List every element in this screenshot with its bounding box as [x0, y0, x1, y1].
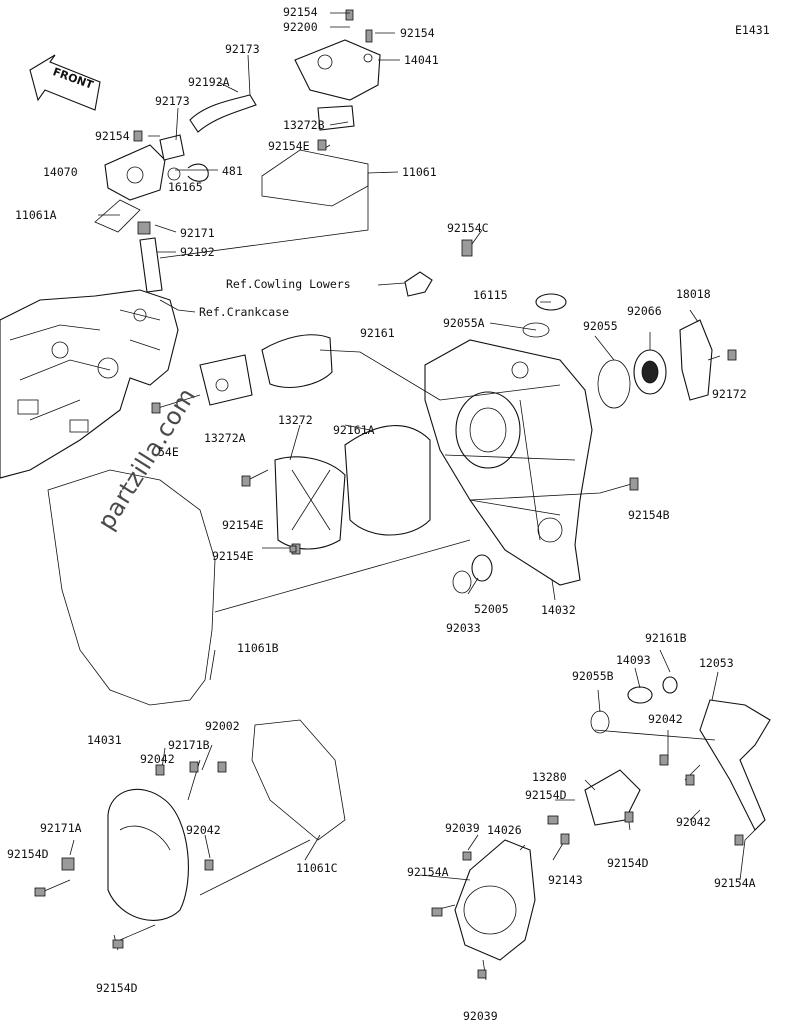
- hose-92192A: [189, 94, 257, 133]
- part-label[interactable]: 92154E: [268, 139, 310, 153]
- part-label[interactable]: 12053: [699, 656, 734, 670]
- plate-13272A: [199, 354, 253, 406]
- generator-cover-14031: [107, 788, 189, 921]
- part-label[interactable]: 92039: [445, 821, 480, 835]
- part-label[interactable]: 11061C: [296, 861, 338, 875]
- part-label[interactable]: 92161A: [333, 423, 375, 437]
- part-label[interactable]: 92154D: [96, 981, 138, 995]
- plate-92161A: [344, 425, 431, 536]
- part-label[interactable]: 11061A: [15, 208, 57, 222]
- part-label[interactable]: 18018: [676, 287, 711, 301]
- part-label[interactable]: 92033: [446, 621, 481, 635]
- part-label[interactable]: 92161B: [645, 631, 687, 645]
- part-label[interactable]: 16165: [168, 180, 203, 194]
- o-ring-92055B: [590, 710, 610, 734]
- part-label[interactable]: 14070: [43, 165, 78, 179]
- part-label[interactable]: 92171B: [168, 738, 210, 752]
- part-label[interactable]: Ref.Crankcase: [199, 305, 290, 319]
- part-label[interactable]: 92154D: [525, 788, 567, 802]
- part-label[interactable]: 14031: [87, 733, 122, 747]
- gasket-11061C: [251, 719, 346, 841]
- part-label[interactable]: 14093: [616, 653, 651, 667]
- part-label[interactable]: 92154B: [628, 508, 670, 522]
- part-label[interactable]: 92154C: [447, 221, 489, 235]
- part-label[interactable]: Ref.Cowling Lowers: [226, 277, 351, 291]
- part-label[interactable]: 11061: [402, 165, 437, 179]
- front-arrow-icon: [29, 54, 101, 111]
- diagram-code: E1431: [735, 23, 770, 37]
- part-label[interactable]: 92192: [180, 245, 215, 259]
- circlip-92033: [452, 570, 472, 594]
- o-ring-92055: [597, 359, 631, 409]
- part-label[interactable]: 92192A: [188, 75, 230, 89]
- part-label[interactable]: 92055B: [572, 669, 614, 683]
- part-label[interactable]: 92066: [627, 304, 662, 318]
- part-label[interactable]: 92154: [95, 129, 130, 143]
- part-label[interactable]: 92171: [180, 226, 215, 240]
- part-label[interactable]: 13272B: [283, 118, 325, 132]
- part-label[interactable]: 92154: [283, 5, 318, 19]
- part-label[interactable]: 54E: [158, 445, 179, 459]
- sprocket-cover-14026: [454, 839, 536, 961]
- bracket-12053: [699, 699, 771, 831]
- o-ring-92055A: [522, 322, 550, 338]
- part-label[interactable]: 92042: [186, 823, 221, 837]
- part-label[interactable]: 92002: [205, 719, 240, 733]
- part-label[interactable]: 52005: [474, 602, 509, 616]
- part-label[interactable]: 92161: [360, 326, 395, 340]
- seal-92161B: [662, 676, 678, 694]
- shift-housing-13280: [584, 769, 641, 826]
- part-label[interactable]: 481: [222, 164, 243, 178]
- gasket-11061: [261, 149, 369, 207]
- part-label[interactable]: 92042: [648, 712, 683, 726]
- part-label[interactable]: 13272A: [204, 431, 246, 445]
- shaft-14093: [627, 686, 653, 704]
- part-label[interactable]: 16115: [473, 288, 508, 302]
- gasket-11061A: [94, 199, 141, 233]
- water-pump-housing: [104, 134, 209, 201]
- part-label[interactable]: 92042: [140, 752, 175, 766]
- part-label[interactable]: 92042: [676, 815, 711, 829]
- part-label[interactable]: 92173: [155, 94, 190, 108]
- part-label[interactable]: 92154: [400, 26, 435, 40]
- pipe-92192: [139, 237, 163, 293]
- part-label[interactable]: 92143: [548, 873, 583, 887]
- part-label[interactable]: 14041: [404, 53, 439, 67]
- thermostat-cover: [294, 9, 381, 131]
- gasket-11061B: [47, 469, 216, 706]
- part-label[interactable]: 92055A: [443, 316, 485, 330]
- part-label[interactable]: 13280: [532, 770, 567, 784]
- part-label[interactable]: 92154E: [212, 549, 254, 563]
- part-label[interactable]: 92154D: [7, 847, 49, 861]
- part-label[interactable]: 92154D: [607, 856, 649, 870]
- part-label[interactable]: 92154E: [222, 518, 264, 532]
- part-label[interactable]: 92154A: [714, 876, 756, 890]
- part-label[interactable]: 14026: [487, 823, 522, 837]
- part-label[interactable]: 92173: [225, 42, 260, 56]
- cowling-ref-bracket: [404, 271, 433, 297]
- part-label[interactable]: 92171A: [40, 821, 82, 835]
- seal-52005: [471, 554, 493, 582]
- part-label[interactable]: 92055: [583, 319, 618, 333]
- part-label[interactable]: 92172: [712, 387, 747, 401]
- crankcase-reference: [0, 289, 179, 479]
- cover-18018: [679, 319, 713, 401]
- bolts: [34, 130, 744, 979]
- part-label[interactable]: 13272: [278, 413, 313, 427]
- plate-92161: [261, 334, 333, 388]
- part-label[interactable]: 14032: [541, 603, 576, 617]
- part-label[interactable]: 92154A: [407, 865, 449, 879]
- plate-13272: [274, 456, 346, 550]
- clutch-cover-14032: [424, 339, 593, 586]
- part-label[interactable]: 92200: [283, 20, 318, 34]
- part-label[interactable]: 11061B: [237, 641, 279, 655]
- part-label[interactable]: 92039: [463, 1009, 498, 1023]
